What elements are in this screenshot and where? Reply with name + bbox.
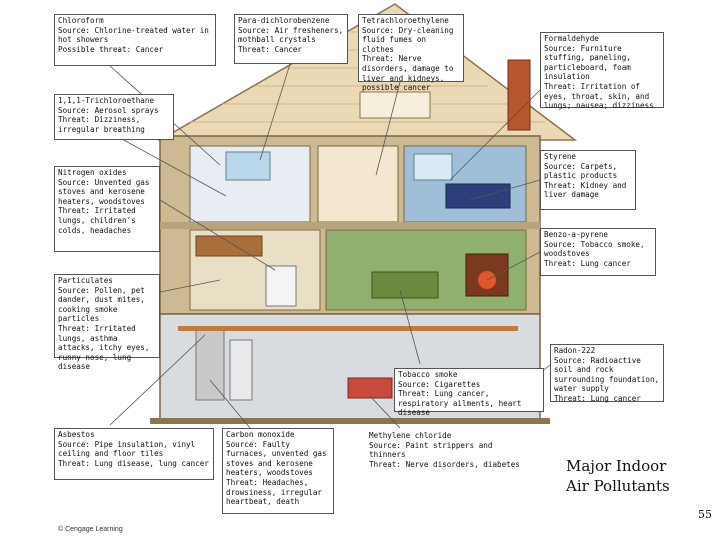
closet-room xyxy=(317,145,399,223)
sofa xyxy=(371,271,439,299)
ground xyxy=(150,418,550,424)
callout-tetrachloroethylene: Tetrachloroethylene Source: Dry-cleaning… xyxy=(358,14,464,92)
callout-particulates: Particulates Source: Pollen, pet dander,… xyxy=(54,274,160,371)
floor-slab-upper xyxy=(160,222,540,229)
callout-styrene: Styrene Source: Carpets, plastic product… xyxy=(540,150,636,210)
water-heater xyxy=(229,339,253,401)
callout-formaldehyde: Formaldehyde Source: Furniture stuffing,… xyxy=(540,32,664,110)
bath-window xyxy=(225,151,271,181)
callout-benzo-a-pyrene: Benzo-a-pyrene Source: Tobacco smoke, wo… xyxy=(540,228,656,276)
callout-trichloroethane: 1,1,1-Trichloroethane Source: Aerosol sp… xyxy=(54,94,174,140)
pipe xyxy=(178,326,518,331)
page-number: 55 xyxy=(698,508,712,521)
kitchen-cabinets xyxy=(195,235,263,257)
chimney xyxy=(507,59,531,131)
diagram-title: Major Indoor Air Pollutants xyxy=(566,457,670,495)
callout-carbon-monoxide: Carbon monoxide Source: Faulty furnaces,… xyxy=(222,428,334,514)
furnace xyxy=(195,329,225,401)
callout-chloroform: Chloroform Source: Chlorine-treated wate… xyxy=(54,14,216,66)
paint-cans xyxy=(347,377,393,399)
callout-radon: Radon-222 Source: Radioactive soil and r… xyxy=(550,344,664,403)
bedroom-window xyxy=(413,153,453,181)
bed xyxy=(445,183,511,209)
callout-asbestos: Asbestos Source: Pipe insulation, vinyl … xyxy=(54,428,214,480)
copyright-credit: © Cengage Learning xyxy=(58,526,123,533)
callout-methylene-chloride: Methylene chloride Source: Paint strippe… xyxy=(369,431,520,469)
callout-paradichlorobenzene: Para-dichlorobenzene Source: Air freshen… xyxy=(234,14,348,64)
attic-vent xyxy=(359,91,431,119)
callout-tobacco-smoke: Tobacco smoke Source: Cigarettes Threat:… xyxy=(394,368,544,417)
callout-nitrogen-oxides: Nitrogen oxides Source: Unvented gas sto… xyxy=(54,166,160,252)
stove xyxy=(265,265,297,307)
